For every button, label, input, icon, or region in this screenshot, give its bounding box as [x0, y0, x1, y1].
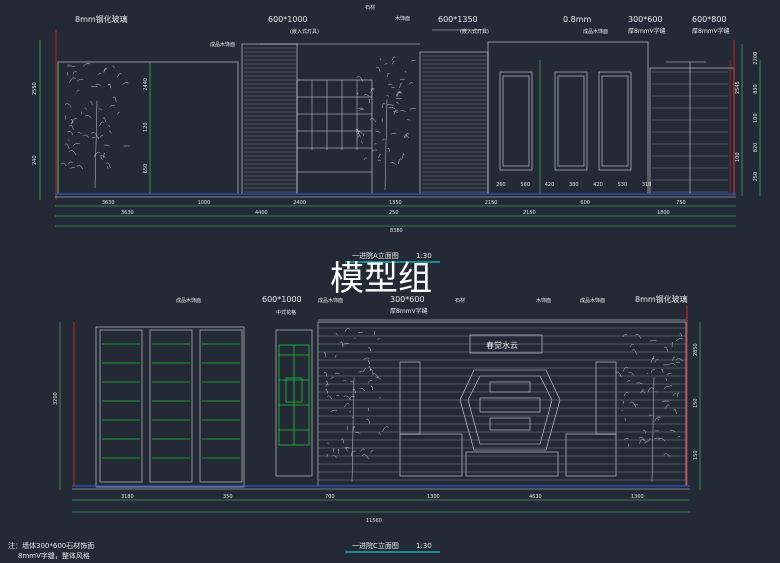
label-note-a: 成品木饰面	[210, 41, 235, 48]
top-elevation-title: 一进院A立面图	[352, 251, 399, 260]
panel-wall	[487, 41, 649, 195]
dimension-label: 1800	[657, 210, 670, 216]
dimension-label: 310	[642, 182, 652, 188]
lattice-pattern	[278, 344, 310, 446]
vertical-dimension-label: 2850	[693, 343, 699, 356]
dimension-label: 2150	[523, 210, 536, 216]
dimension-label: 250	[389, 210, 399, 216]
watermark: 模型组	[330, 259, 432, 299]
vertical-dimension-label: 2200	[753, 52, 759, 65]
label-bottom-note-left: 成品木饰面	[176, 297, 201, 304]
footnote-line2: 8mmV字缝，整体风格	[18, 551, 90, 560]
dimension-label: 560	[520, 182, 530, 188]
bottom-dimensions: 3180 350 700 1300 4630 1300 3200 2850 150 150	[53, 343, 699, 500]
dimension-label: 1000	[198, 200, 211, 206]
label-bottom-glass: 8mm钢化玻璃	[635, 294, 688, 304]
dimension-label: 750	[676, 200, 686, 206]
dimension-label: 1300	[631, 494, 644, 500]
top-elevation	[39, 29, 761, 227]
brick-pattern	[318, 327, 686, 481]
dimension-label: 600	[580, 200, 590, 206]
top-elevation-scale: 1:30	[416, 252, 432, 260]
dimension-label: 350	[223, 494, 233, 500]
lattice-door	[275, 329, 313, 477]
label-tile-c-sub: 厚8mmV字缝	[628, 27, 666, 35]
shelf-lines	[102, 343, 240, 459]
label-sub-b: (嵌入式灯具)	[460, 28, 489, 35]
dimension-label: 420	[593, 182, 603, 188]
top-dimensions: 3630 1000 2400 1350 2150 600 750 3630 4400 250 215…	[32, 52, 759, 216]
bottom-elevation-scale: 1:30	[416, 542, 432, 550]
tree-left-top	[60, 63, 130, 189]
label-note-d: 石材	[365, 4, 375, 11]
label-tile-b: 600*1350	[438, 15, 478, 24]
dimension-label: 700	[325, 494, 335, 500]
tree-left-bottom	[323, 328, 389, 483]
vertical-dimension-label: 650	[143, 164, 149, 174]
label-bottom-tile-a: 600*1000	[262, 295, 302, 304]
dimension-label: 420	[545, 182, 555, 188]
label-bottom-note-e: 成品木饰面	[580, 297, 605, 304]
label-glass-left: 8mm钢化玻璃	[75, 14, 128, 24]
dimension-label: 1300	[427, 494, 440, 500]
label-note-c: 木饰面	[395, 15, 410, 22]
vertical-dimension-label: 820	[753, 143, 759, 153]
tree-center-top	[355, 56, 416, 191]
dimension-label: 4630	[529, 494, 542, 500]
vertical-dimension-label: 2545	[735, 81, 741, 94]
bottom-total-dim: 11560	[366, 518, 382, 524]
sign-text: 春觉水云	[486, 340, 518, 350]
vertical-dimension-label: 100	[735, 152, 741, 162]
label-note-b: 成品木饰面	[583, 28, 608, 35]
striped-wall-right	[419, 51, 489, 195]
dimension-label: 2400	[293, 200, 306, 206]
dimension-label: 3630	[121, 210, 134, 216]
label-bottom-tile-b-sub: 厚8mmV字缝	[390, 307, 428, 315]
dimension-label: 260	[496, 182, 506, 188]
vertical-dimension-label: 3200	[53, 392, 59, 405]
dimension-label: 3630	[102, 200, 115, 206]
vertical-dimension-label: 120	[143, 122, 149, 132]
label-bottom-note-lattice: 中式花格	[276, 309, 296, 316]
label-glass-mid: 0.8mm	[563, 15, 592, 24]
striped-wall-left	[241, 43, 298, 195]
vertical-dimension-label: 2550	[32, 82, 38, 95]
dimension-label: 530	[618, 182, 628, 188]
label-bottom-note-d: 木饰面	[536, 297, 551, 304]
label-bottom-note-b: 成品木饰面	[318, 297, 343, 304]
dimension-label: 1350	[389, 200, 402, 206]
shelving-unit	[95, 326, 245, 488]
tree-right-bottom	[615, 333, 684, 483]
vertical-dimension-label: 100	[753, 113, 759, 123]
label-tile-a: 600*1000	[268, 15, 308, 24]
vertical-dimension-label: 830	[753, 84, 759, 94]
dimension-label: 380	[569, 182, 579, 188]
top-total-dim: 8380	[390, 228, 403, 234]
footnote-line1: 注：墙体300*600石材饰面	[8, 541, 94, 550]
bottom-elevation-title: 一进院C立面图	[352, 541, 399, 550]
vertical-dimension-label: 250	[753, 172, 759, 182]
label-tile-d: 600*800	[692, 15, 727, 24]
dimension-label: 2150	[485, 200, 498, 206]
dimension-label: 3180	[121, 494, 134, 500]
dimension-label: 4400	[255, 210, 268, 216]
label-bottom-tile-b: 300*600	[390, 295, 425, 304]
label-bottom-note-c: 石材	[455, 297, 465, 304]
label-tile-c: 300*600	[628, 15, 663, 24]
vertical-dimension-label: 150	[693, 398, 699, 408]
label-sub-a: (嵌入式灯具)	[290, 28, 319, 35]
label-tile-d-sub: 厚8mmV字缝	[692, 27, 730, 35]
vertical-dimension-label: 2440	[143, 78, 149, 91]
vertical-dimension-label: 150	[693, 450, 699, 460]
bottom-elevation	[59, 306, 701, 513]
vertical-dimension-label: 240	[32, 155, 38, 165]
right-glass-panel	[649, 67, 735, 195]
